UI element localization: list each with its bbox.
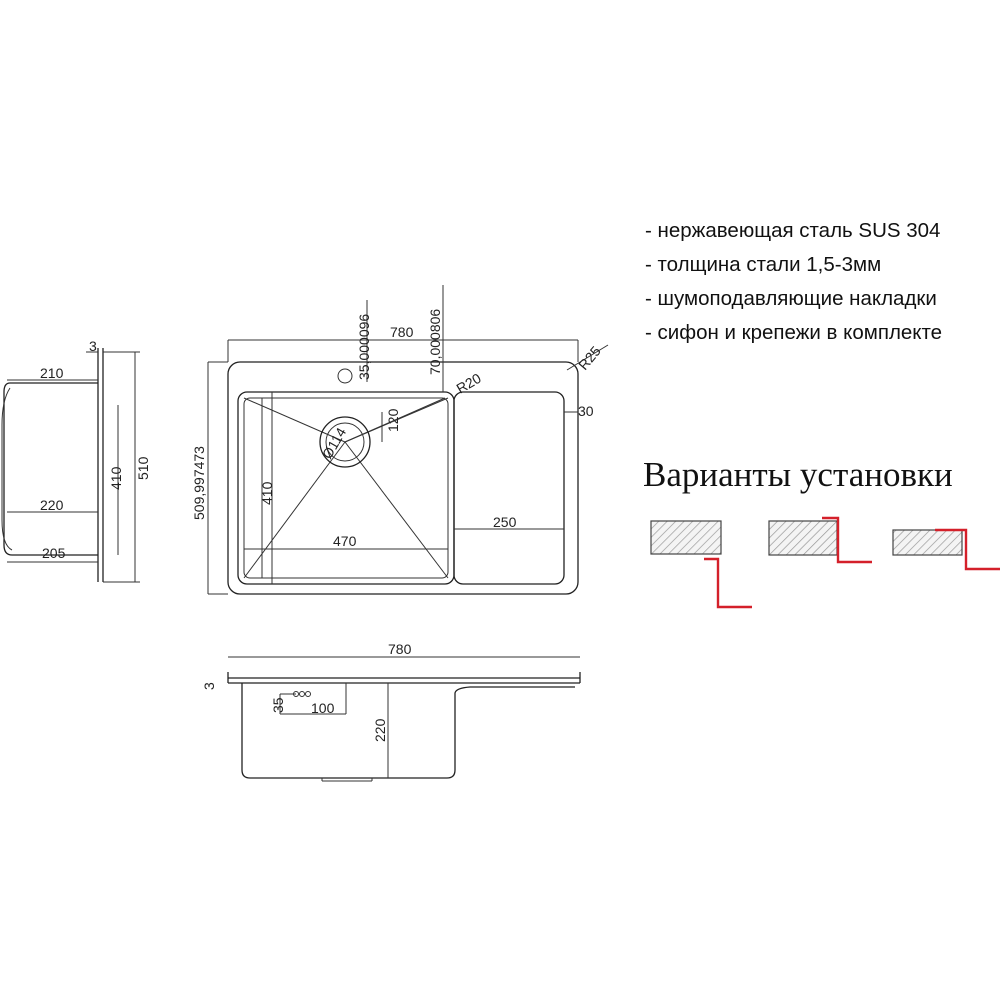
- dim-top-width: 780: [390, 324, 414, 340]
- side-bowl-profile: [1, 387, 13, 551]
- drainboard-outline: [453, 391, 565, 585]
- features-list: - нержавеющая сталь SUS 304 - толщина ст…: [645, 214, 942, 350]
- bowl-fold: [243, 397, 346, 443]
- bowl-fold: [344, 441, 449, 579]
- dim-overflow-height: 35: [270, 697, 286, 713]
- dim-side-bottom-depth: 220: [40, 497, 64, 513]
- dim-line: [566, 344, 609, 371]
- feature-item: - шумоподавляющие накладки: [645, 287, 937, 310]
- dim-top-bowl-length: 410: [259, 481, 275, 505]
- dim-corner-radius-outer: R25: [575, 343, 604, 373]
- overflow-hole: [299, 691, 305, 697]
- faucet-hole: [337, 368, 353, 384]
- dim-side-thickness: 3: [89, 338, 97, 354]
- dim-flange: 30: [578, 403, 594, 419]
- dim-drain-offset: 120: [385, 408, 401, 432]
- dim-overall-depth: 509,997473: [191, 446, 207, 520]
- dim-line: [344, 397, 446, 443]
- installation-variant-overmount: [768, 516, 872, 564]
- overflow-hole: [305, 691, 311, 697]
- sink-profile: [935, 528, 1000, 571]
- dim-front-width: 780: [388, 641, 412, 657]
- dim-overflow-offset: 100: [311, 700, 335, 716]
- countertop-section: [892, 529, 963, 556]
- countertop-section: [650, 520, 722, 555]
- installation-variants-title: Варианты установки: [643, 455, 953, 494]
- drain-hole: [319, 416, 371, 468]
- top-view: 780 35,000096 70,000806 R25 R20 30 120 Ø…: [191, 285, 609, 595]
- dim-side-bottom-depth-2: 205: [42, 545, 66, 561]
- feature-item: - толщина стали 1,5-3мм: [645, 253, 882, 276]
- dim-front-depth: 220: [372, 718, 388, 742]
- overflow-hole: [293, 691, 299, 697]
- dim-drainboard-width: 250: [493, 514, 517, 530]
- dim-bowl-width: 470: [333, 533, 357, 549]
- sink-profile: [822, 516, 872, 564]
- drain-hole: [325, 422, 365, 462]
- feature-item: - нержавеющая сталь SUS 304: [645, 219, 941, 242]
- bowl-fold: [243, 441, 346, 579]
- countertop-section: [768, 520, 838, 556]
- front-bowl-profile: [241, 683, 575, 779]
- side-view: 3 210 220 205 410 510: [1, 338, 151, 583]
- front-view: 780 3 35 100 220: [201, 641, 581, 782]
- feature-item: - сифон и крепежи в комплекте: [645, 321, 943, 344]
- sink-profile: [704, 557, 752, 609]
- side-bowl-profile: [3, 382, 98, 556]
- bowl-inner: [243, 397, 449, 579]
- dim-bowl-edge-offset: 70,000806: [427, 309, 443, 375]
- dim-front-thickness: 3: [201, 682, 217, 690]
- dim-side-top-depth: 210: [40, 365, 64, 381]
- installation-variant-undermount: [892, 528, 1000, 571]
- dim-side-overall-length: 510: [135, 456, 151, 480]
- dim-faucet-offset: 35,000096: [356, 314, 372, 380]
- dim-side-bowl-length: 410: [108, 466, 124, 490]
- sink-outline: [227, 361, 579, 595]
- installation-variant-flush: [650, 520, 752, 609]
